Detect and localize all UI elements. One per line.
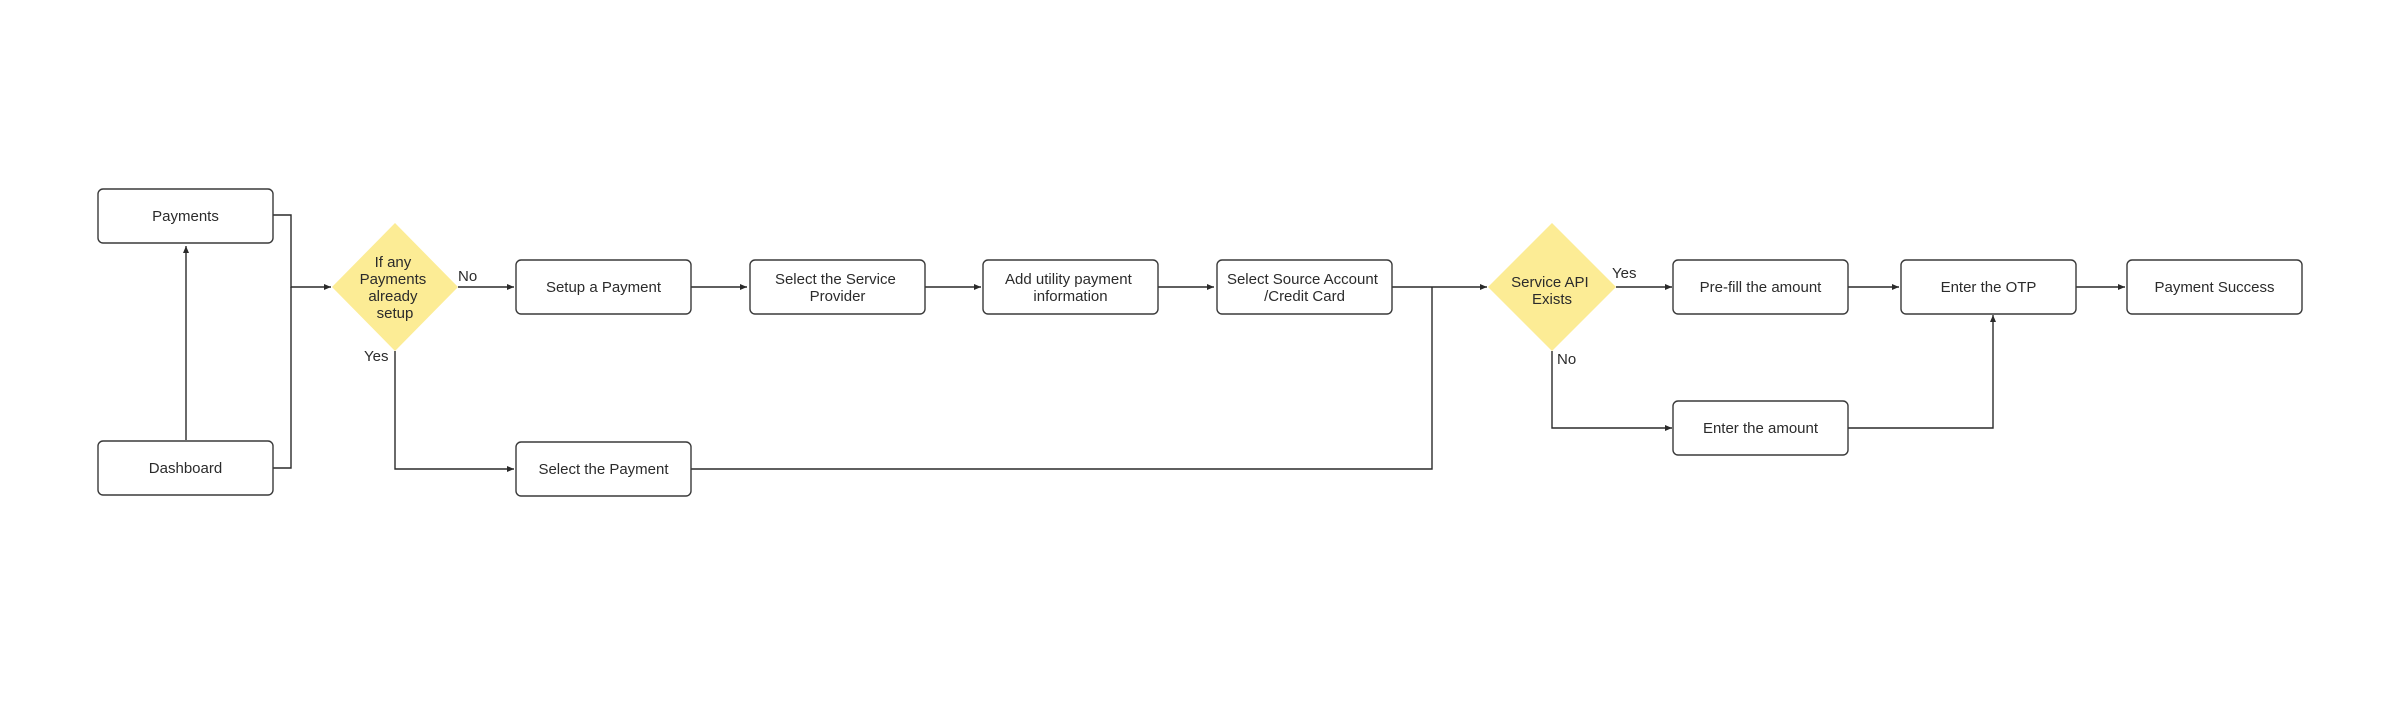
node-enter-amount-label: Enter the amount: [1703, 420, 1819, 437]
decision-payments-setup: If any Payments already setup: [332, 223, 458, 351]
node-prefill-amount-label: Pre-fill the amount: [1700, 279, 1823, 296]
node-add-utility: Add utility payment information: [982, 259, 1159, 315]
node-select-payment: Select the Payment: [515, 441, 692, 497]
node-select-provider: Select the Service Provider: [749, 259, 926, 315]
node-payment-success: Payment Success: [2126, 259, 2303, 315]
edge-payments-to-decision: [273, 214, 331, 290]
node-payment-success-label: Payment Success: [2154, 279, 2274, 296]
edge-decision-yes-to-select-payment: [394, 351, 514, 472]
edge-select-payment-to-api-decision: [691, 287, 1433, 470]
edge-label-api-yes: Yes: [1612, 265, 1636, 282]
decision-service-api-label: Service API Exists: [1511, 274, 1593, 308]
node-payments: Payments: [97, 188, 274, 244]
node-select-source-label: Select Source Account /Credit Card: [1227, 271, 1382, 305]
node-select-provider-label: Select the Service Provider: [775, 271, 900, 305]
node-add-utility-label: Add utility payment information: [1005, 271, 1136, 305]
edge-label-api-no: No: [1557, 351, 1576, 368]
node-prefill-amount: Pre-fill the amount: [1672, 259, 1849, 315]
node-select-source: Select Source Account /Credit Card: [1216, 259, 1393, 315]
edge-dashboard-to-decision: [273, 287, 292, 469]
node-enter-otp: Enter the OTP: [1900, 259, 2077, 315]
edge-api-no-to-enter-amount: [1551, 351, 1672, 431]
node-payments-label: Payments: [152, 208, 219, 225]
edge-label-yes: Yes: [364, 348, 388, 365]
decision-service-api: Service API Exists: [1488, 223, 1616, 351]
node-dashboard: Dashboard: [97, 440, 274, 496]
node-setup-payment: Setup a Payment: [515, 259, 692, 315]
node-setup-payment-label: Setup a Payment: [546, 279, 662, 296]
edges: [183, 214, 2125, 472]
edge-label-no: No: [458, 268, 477, 285]
node-enter-otp-label: Enter the OTP: [1941, 279, 2037, 296]
node-dashboard-label: Dashboard: [149, 460, 222, 477]
decision-payments-setup-label: If any Payments already setup: [360, 254, 431, 322]
edge-enter-amount-to-otp: [1848, 315, 1996, 429]
node-enter-amount: Enter the amount: [1672, 400, 1849, 456]
node-select-payment-label: Select the Payment: [538, 461, 669, 478]
